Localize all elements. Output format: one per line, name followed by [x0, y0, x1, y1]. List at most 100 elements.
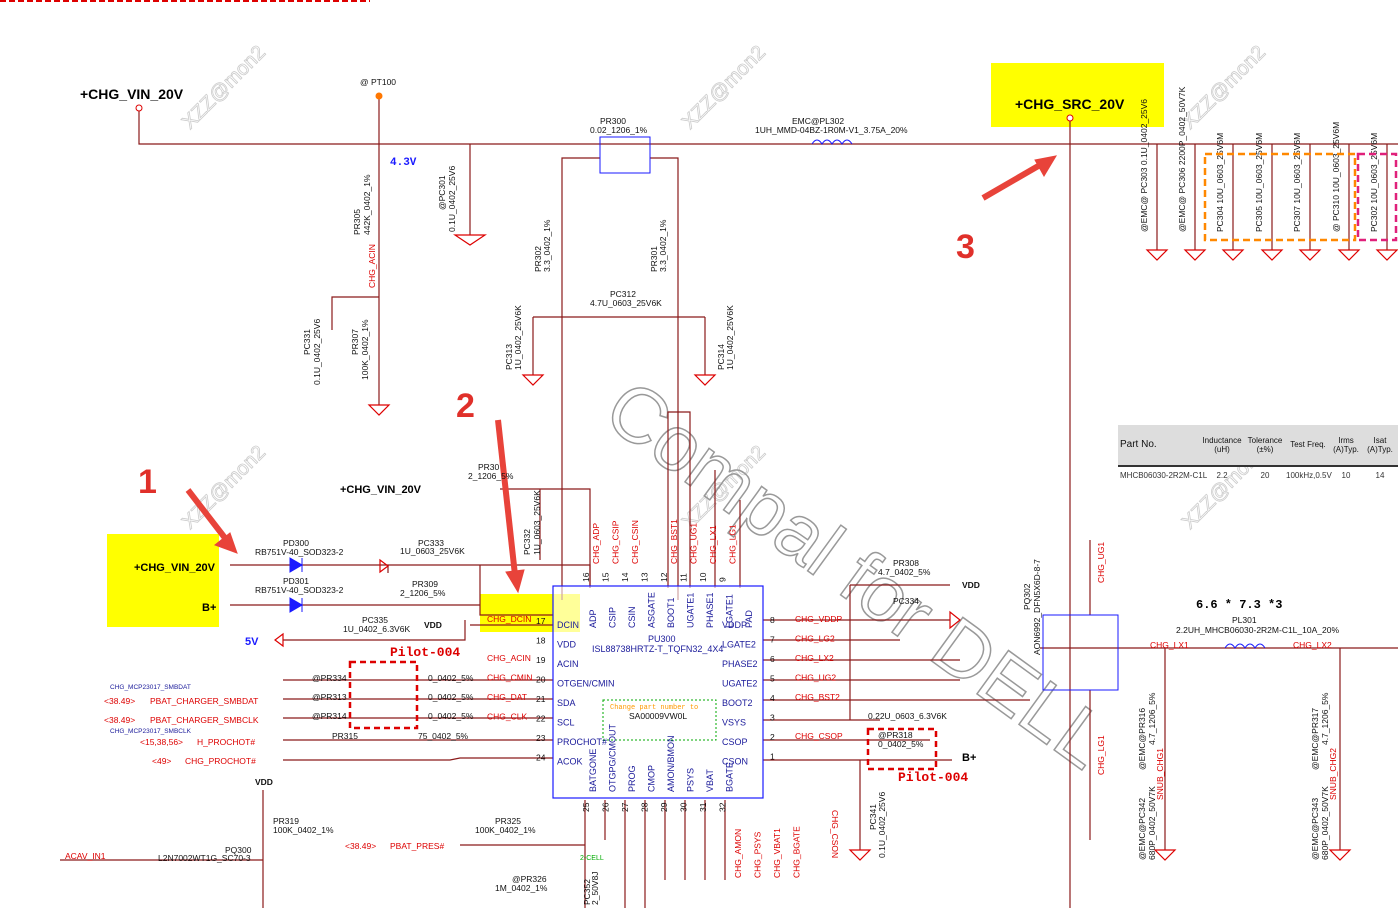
net-label: VDD	[255, 777, 273, 787]
label: 2_1206_5%	[468, 471, 514, 481]
label: 1UH_MMD-04BZ-1R0M-V1_3.75A_20%	[755, 125, 908, 135]
test-point-label: @ PT100	[360, 77, 396, 87]
ic-pin-top: ADP	[588, 609, 598, 628]
ic-pin-top: BOOT1	[666, 597, 676, 628]
label: RB751V-40_SOD323-2	[255, 547, 344, 557]
table-cell: 20	[1260, 471, 1270, 480]
net-label: +CHG_VIN_20V	[340, 484, 422, 496]
ic-pin-right: LGATE2	[722, 640, 756, 650]
ic-pin-top: CSIP	[608, 607, 618, 628]
label: L2N7002WT1G_SC70-3	[158, 853, 251, 863]
label: 4.7_0402_5%	[878, 567, 931, 577]
net-label: CHG_DAT	[487, 692, 527, 702]
label: 2_1206_5%	[400, 588, 446, 598]
net-label: CHG_LX1	[708, 525, 718, 564]
ic-pin-left: SDA	[557, 698, 576, 708]
label: 0_0402_5%	[428, 711, 474, 721]
net-label: CHG_VDDP	[795, 614, 843, 624]
ic-pin-bottom: AMON/BMON	[666, 735, 676, 792]
label: PU300	[648, 634, 676, 644]
label: 100K_0402_1%	[475, 825, 536, 835]
table-cell: 10	[1341, 471, 1351, 480]
ic-pin-left: SCL	[557, 718, 575, 728]
watermark: XZZ@mon2	[1178, 42, 1270, 134]
pin-number: 30	[679, 802, 689, 812]
output-caps: @EMC@ PC303 0.1U_0402_25V6 @EMC@ PC306 2…	[1139, 86, 1379, 232]
label: @EMC@PR317	[1310, 708, 1320, 770]
net-label: CHG_BGATE	[792, 826, 802, 878]
label: 1M_0402_1%	[495, 883, 548, 893]
net-label: CHG_DCIN	[487, 614, 531, 624]
ic-pin-right: BOOT2	[722, 698, 753, 708]
label: SNUB_CHG2	[1328, 748, 1338, 800]
label: SA00009VW0L	[629, 711, 687, 721]
inductor-table: Part No. Inductance (uH) Tolerance (±%) …	[1118, 425, 1398, 480]
ic-pin-right: CSOP	[722, 737, 748, 747]
dashed-box-pink	[1356, 152, 1398, 242]
net-label-src: +CHG_SRC_20V	[1015, 96, 1125, 112]
label: <38.49>	[104, 696, 135, 706]
net-label: CHG_BST1	[669, 519, 679, 564]
label: SNUB_CHG1	[1155, 748, 1165, 800]
pin-number: 28	[640, 802, 650, 812]
label: @EMC@PR316	[1137, 708, 1147, 770]
label: @ PC310 10U_0603_25V6M	[1331, 122, 1341, 232]
label: PR309	[412, 579, 438, 589]
pin-number: 14	[620, 572, 630, 582]
gnd-symbols	[274, 234, 1398, 861]
net-label: ACAV_IN1	[65, 851, 106, 861]
pin-number: 3	[770, 713, 775, 723]
label: <38.49>	[104, 715, 135, 725]
label: PR319	[273, 816, 299, 826]
pin-number: 23	[536, 733, 546, 743]
label: PR307	[350, 329, 360, 355]
ic-pin-left: DCIN	[557, 620, 579, 630]
label: PC314	[716, 344, 726, 370]
pin-number: 8	[770, 615, 775, 625]
label: 0.1U_0402_25V6	[447, 166, 457, 232]
net-label: CHG_BST2	[795, 692, 840, 702]
label: 4.7_1206_5%	[1320, 692, 1330, 745]
label: 0_0402_5%	[428, 673, 474, 683]
ic-pin-top: UGATE1	[686, 593, 696, 628]
table-header-cell: Isat (A)Typ.	[1367, 435, 1393, 454]
ic-pin-bottom: BGATE	[725, 762, 735, 792]
label: @EMC@PC343	[1310, 798, 1320, 860]
label: CHG_MCP23017_SMBDAT	[110, 684, 191, 691]
ic-pu300: PU300 ISL88738HRTZ-T_TQFN32_4X4 Change p…	[487, 519, 843, 878]
net-label: VDD	[962, 580, 980, 590]
table-cell: MHCB06030-2R2M-C1L	[1120, 471, 1208, 480]
label: <49>	[152, 756, 171, 766]
label: PC331	[302, 329, 312, 355]
table-header-cell: Irms (A)Typ.	[1333, 435, 1359, 454]
pin-number: 11	[679, 573, 689, 582]
pin-number: 21	[536, 694, 546, 704]
label: PQ300	[225, 845, 252, 855]
net-label: CHG_LG2	[795, 634, 835, 644]
label: 2_50V8J	[590, 871, 600, 905]
ic-pin-top: CSIN	[627, 606, 637, 628]
pin-number: 17	[536, 616, 546, 626]
label: PR325	[495, 816, 521, 826]
label: 100K_0402_1%	[273, 825, 334, 835]
pin-number: 10	[698, 572, 708, 582]
label: CHG_LX2	[1293, 640, 1332, 650]
label: PC313	[504, 344, 514, 370]
pin-number: 7	[770, 635, 775, 645]
ic-pin-bottom: OTGPG/CMOUT	[608, 724, 618, 792]
table-row: MHCB06030-2R2M-C1L 2.2 20 100kHz,0.5V 10…	[1118, 467, 1398, 480]
net-label: CHG_LX2	[795, 653, 834, 663]
label: PC305 10U_0603_25V6M	[1254, 133, 1264, 232]
pin-number: 13	[640, 572, 650, 582]
pilot-label: Pilot-004	[390, 645, 460, 660]
pin-number: 4	[770, 693, 775, 703]
pin-number: 22	[536, 714, 546, 724]
label: CHG_MCP23017_SMBCLK	[110, 728, 192, 735]
label: 1U_0603_25V6K	[400, 546, 465, 556]
ic-pin-top: PAD	[744, 610, 754, 628]
pin-number: 2	[770, 732, 775, 742]
label: PC341	[868, 804, 878, 830]
net-label: CHG_LG1	[728, 524, 738, 564]
ic-pin-right: CSON	[722, 757, 748, 767]
